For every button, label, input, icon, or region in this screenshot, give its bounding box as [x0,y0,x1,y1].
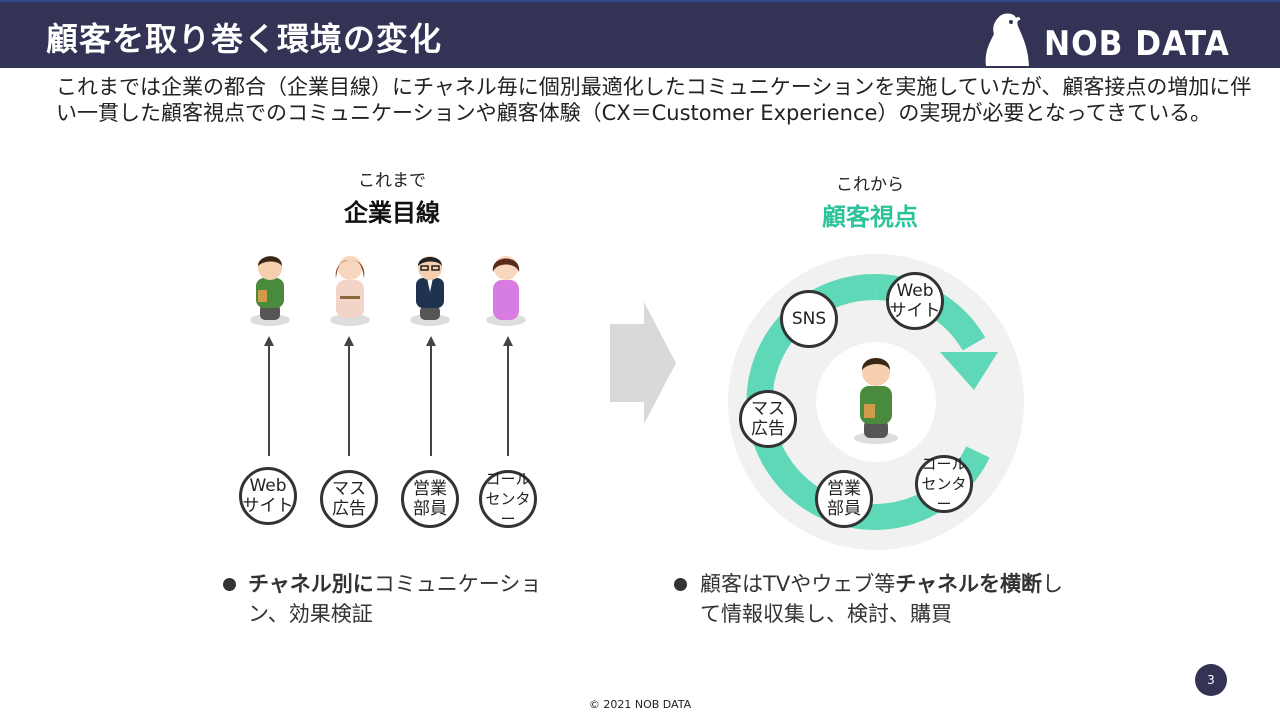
copyright: © 2021 NOB DATA [588,698,692,711]
right-bullet: 顧客はTVやウェブ等チャネルを横断して情報収集し、検討、購買 [700,569,1080,629]
arrow-line [430,344,432,456]
channel-label: コール [921,455,967,473]
channel-label: マス [332,479,366,499]
arrow-up-icon [503,336,513,346]
channel-label: サイト [242,496,294,516]
ring-channel-sns: SNS [780,290,838,348]
right-bullet-post: して情報収集し、検討、購買 [700,572,1063,626]
left-main-label: 企業目線 [344,199,440,227]
right-main-label: 顧客視点 [822,203,918,231]
right-heading: これから 顧客視点 [770,170,970,232]
channel-label: 部員 [827,499,861,519]
ring-channel-call-center: コールセンター [915,455,973,513]
channel-label: 営業 [827,479,861,499]
channel-call-center: コールセンター [479,470,537,528]
left-bullet: チャネル別にコミュニケーション、効果検証 [248,569,578,629]
channel-label: サイト [889,301,941,321]
bullet-dot-icon [223,578,236,591]
channel-label: センター [921,475,967,513]
arrow-line [507,344,509,456]
channel-label: Web [249,476,287,496]
arrow-up-icon [344,336,354,346]
channel-sales: 営業部員 [401,470,459,528]
left-bullet-bold: チャネル別に [248,572,374,596]
logo: NOB DATA [984,12,1246,66]
channel-label: センター [485,490,531,528]
customer-person-icon [854,358,898,444]
channel-label: 営業 [413,479,447,499]
bird-logo-icon [985,13,1029,66]
bullet-dot-icon [674,578,687,591]
person-green-icon [250,256,290,326]
channel-label: 広告 [332,499,366,519]
person-woman-pink-icon [486,256,526,326]
left-sub-label: これまで [358,171,426,191]
channel-label: マス [751,399,785,419]
right-bullet-bold: チャネルを横断 [895,572,1042,596]
channel-label: 部員 [413,499,447,519]
slide-header: 顧客を取り巻く環境の変化 NOB DATA [0,0,1280,68]
person-suit-icon [410,256,450,326]
channel-label: SNS [791,309,827,329]
arrow-line [348,344,350,456]
channel-label: 広告 [751,419,785,439]
slide-title: 顧客を取り巻く環境の変化 [46,20,443,58]
channel-mass-ads: マス広告 [320,470,378,528]
person-woman-beige-icon [330,256,370,326]
left-bullet-text: コミュニケーション、効果検証 [248,572,542,626]
intro-text: これまでは企業の都合（企業目線）にチャネル毎に個別最適化したコミュニケーションを… [56,75,1252,125]
channel-label: Web [896,281,934,301]
transition-arrow-icon [610,302,676,424]
logo-text: NOB DATA [1044,24,1230,64]
page-number: 3 [1195,664,1227,696]
left-heading: これまで 企業目線 [292,166,492,228]
right-bullet-pre: 顧客はTVやウェブ等 [700,572,896,596]
arrow-line [268,344,270,456]
ring-channel-mass-ads: マス広告 [739,390,797,448]
arrow-up-icon [264,336,274,346]
ring-channel-sales: 営業部員 [815,470,873,528]
right-sub-label: これから [836,175,904,195]
arrow-up-icon [426,336,436,346]
channel-label: コール [485,470,531,488]
